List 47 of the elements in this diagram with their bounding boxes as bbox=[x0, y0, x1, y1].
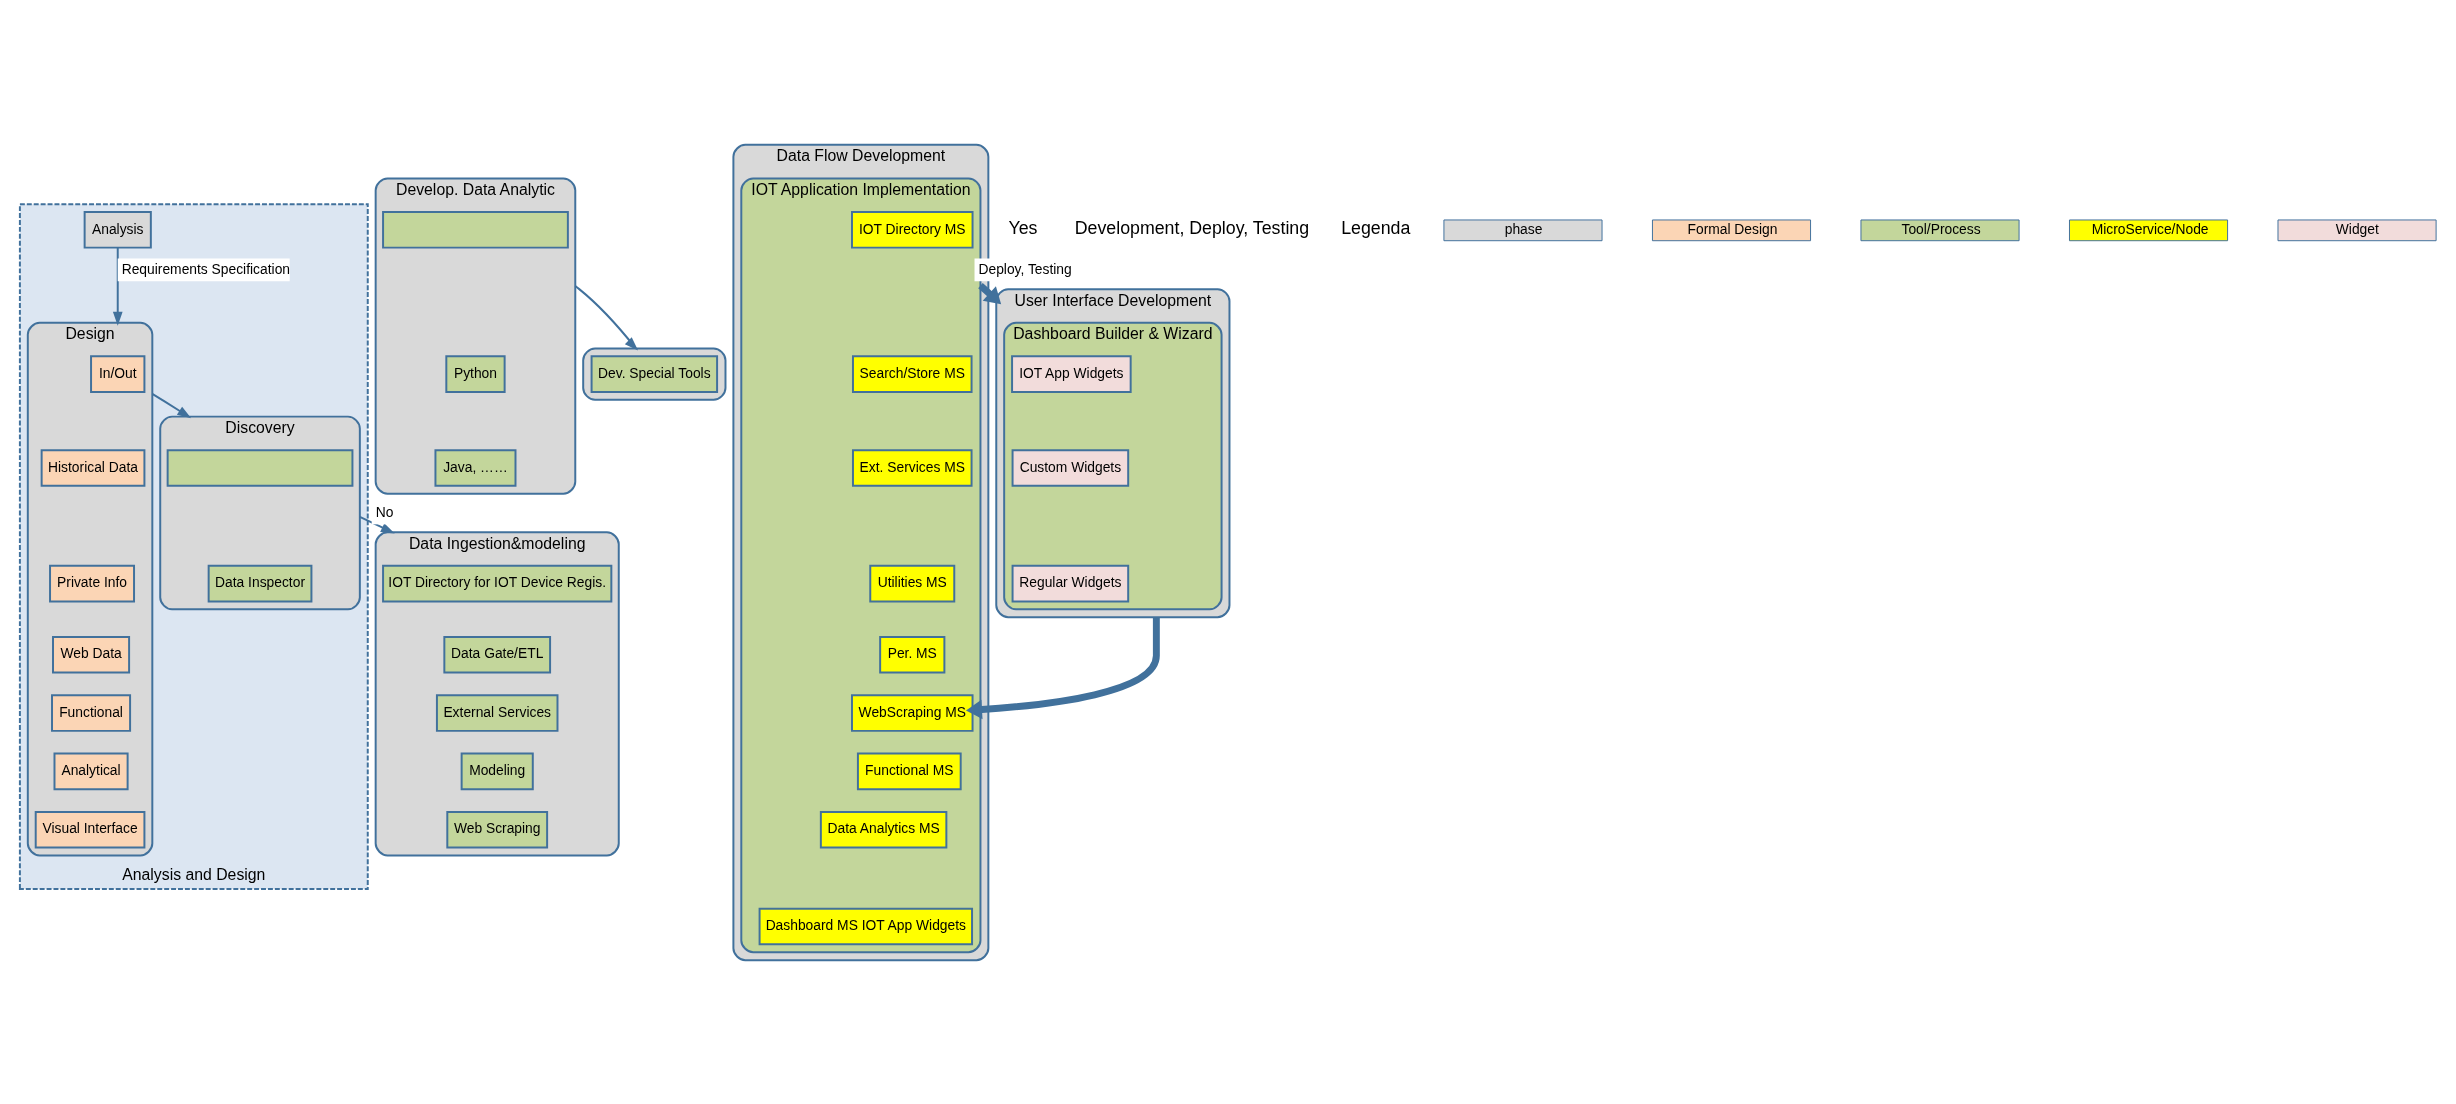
node-box: WebScraping MS bbox=[851, 693, 974, 732]
node-box: Functional MS bbox=[856, 752, 962, 790]
node-box: In/Out bbox=[90, 354, 146, 393]
node-box: Custom Widgets bbox=[1011, 448, 1130, 487]
node-box bbox=[166, 448, 354, 487]
node-box: Visual Interface bbox=[34, 810, 146, 848]
edge-label: No bbox=[375, 503, 394, 520]
legend-label: Tool/Process bbox=[1901, 220, 1981, 237]
node-box: IOT Directory for IOT Device Regis. bbox=[382, 564, 613, 602]
node-box: IOT App Widgets bbox=[1011, 354, 1132, 393]
node-box: IOT Directory MS bbox=[851, 210, 974, 249]
node-box: Analysis bbox=[83, 210, 152, 249]
node-box: Regular Widgets bbox=[1011, 564, 1130, 602]
node-box: Per. MS bbox=[879, 635, 946, 674]
edge-label: Requirements Specification bbox=[121, 260, 291, 277]
cluster bbox=[582, 346, 727, 401]
label: Yes bbox=[1008, 217, 1038, 238]
node-box: Dashboard MS IOT App Widgets bbox=[758, 907, 974, 945]
node-box: Historical Data bbox=[40, 448, 146, 487]
node-box: Analytical bbox=[53, 752, 129, 790]
node-box: Ext. Services MS bbox=[852, 448, 973, 487]
node-box: Functional bbox=[51, 693, 132, 732]
node-box: Modeling bbox=[460, 752, 534, 790]
node-box: Python bbox=[445, 354, 506, 393]
label: Legenda bbox=[1341, 217, 1411, 238]
node-box: Search/Store MS bbox=[852, 354, 973, 393]
arrow bbox=[358, 515, 395, 534]
label: Development, Deploy, Testing bbox=[1074, 217, 1310, 238]
legend-label: Formal Design bbox=[1687, 220, 1778, 237]
node-box: Utilities MS bbox=[869, 564, 956, 602]
legend-label: MicroService/Node bbox=[2091, 220, 2209, 237]
node-box bbox=[382, 210, 569, 249]
arrow bbox=[112, 246, 123, 326]
node-box: Private Info bbox=[49, 564, 136, 602]
arrow bbox=[151, 392, 192, 418]
arrow bbox=[966, 616, 1160, 719]
legend-label: phase bbox=[1504, 220, 1543, 237]
node-box: Dev. Special Tools bbox=[590, 354, 719, 393]
node-box: Data Gate/ETL bbox=[443, 635, 552, 674]
node-box: Data Analytics MS bbox=[819, 810, 948, 848]
legend-label: Widget bbox=[2335, 220, 2379, 237]
node-box: Data Inspector bbox=[207, 564, 313, 602]
node-box: External Services bbox=[435, 693, 559, 732]
arrow bbox=[574, 284, 639, 351]
node-box: Web Data bbox=[52, 635, 131, 674]
node-box: Web Scraping bbox=[446, 810, 549, 848]
node-box: Java, …… bbox=[434, 448, 517, 487]
